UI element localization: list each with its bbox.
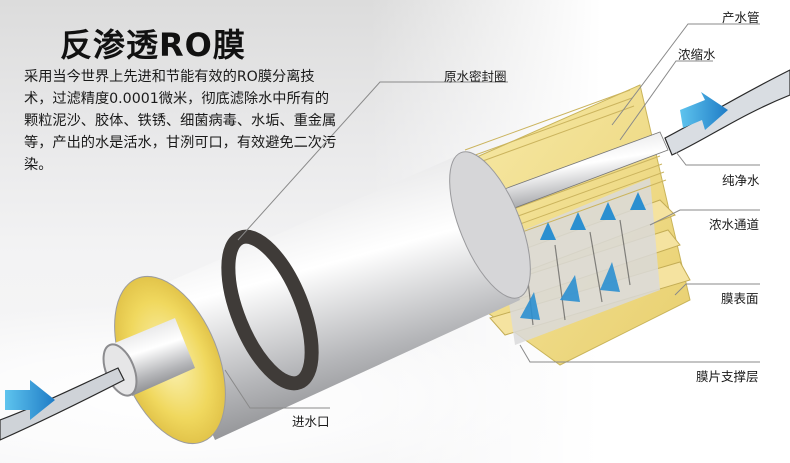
flow-arrows xyxy=(520,192,646,320)
membrane-housing xyxy=(102,150,531,445)
label-concentrate: 浓缩水 xyxy=(678,47,716,62)
label-pure-water: 纯净水 xyxy=(722,173,760,188)
label-product-tube: 产水管 xyxy=(722,10,760,25)
label-membrane-support-layer: 膜片支撑层 xyxy=(696,369,759,384)
description-text: 采用当今世界上先进和节能有效的RO膜分离技术，过滤精度0.0001微米，彻底滤除… xyxy=(24,69,337,173)
label-concentrate-channel: 浓水通道 xyxy=(709,217,760,232)
label-water-inlet: 进水口 xyxy=(292,414,330,429)
page-title: 反渗透RO膜 xyxy=(60,26,246,64)
label-raw-water-seal: 原水密封圈 xyxy=(444,69,507,84)
label-membrane-surface: 膜表面 xyxy=(721,291,759,306)
blue-arrow-right-icon xyxy=(680,92,728,130)
blue-arrow-right-icon xyxy=(5,380,55,420)
